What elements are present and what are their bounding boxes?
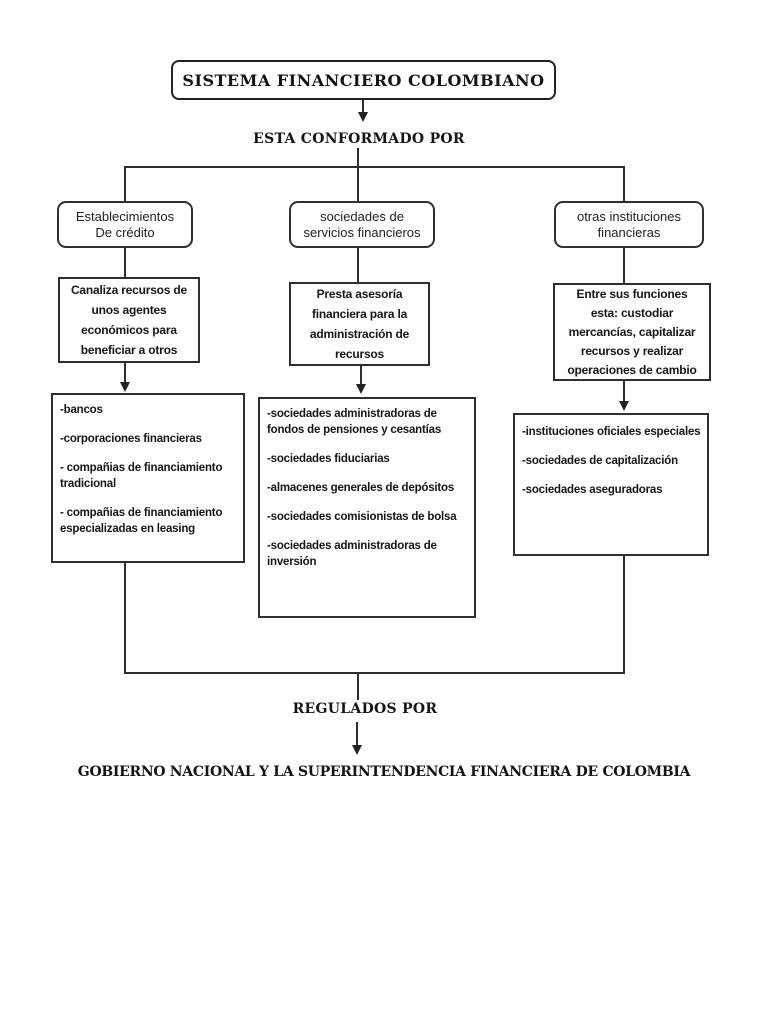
branch-name-line: servicios financieros — [303, 225, 421, 240]
branch-box-sociedades: sociedades de servicios financieros — [289, 201, 435, 248]
list-item: -sociedades fiduciarias — [267, 453, 390, 465]
connector-stub-top — [357, 148, 359, 167]
description-line: unos agentes — [91, 303, 167, 317]
arrow-down-icon — [120, 382, 130, 392]
list-item: -sociedades de capitalización — [522, 455, 678, 467]
title-box: SISTEMA FINANCIERO COLOMBIANO — [171, 60, 556, 100]
list-item: -bancos — [60, 404, 103, 416]
list-item: -instituciones oficiales especiales — [522, 426, 701, 438]
list-item: -sociedades comisionistas de bolsa — [267, 511, 457, 523]
connector-left-stub — [124, 248, 126, 277]
connector-regulator-line — [356, 722, 358, 746]
description-line: operaciones de cambio — [567, 362, 697, 377]
connector-bottom-bar — [124, 672, 625, 674]
branch-box-establecimientos: Establecimientos De crédito — [57, 201, 193, 248]
description-line: Presta asesoría — [316, 287, 403, 301]
connector-mid-drop — [357, 166, 359, 201]
description-line: recursos — [334, 347, 385, 361]
regulator-text: GOBIERNO NACIONAL Y LA SUPERINTENDENCIA … — [77, 764, 691, 780]
connector-bottom-stub — [357, 674, 359, 700]
regulated-label: REGULADOS POR — [292, 701, 438, 717]
branch-name-line: financieras — [597, 225, 661, 240]
branch-name-line: De crédito — [95, 225, 155, 240]
connector-branch-bar — [124, 166, 625, 168]
description-line: Canaliza recursos de — [70, 283, 188, 297]
connector-title-line — [362, 100, 364, 113]
connector-bottom-right — [623, 556, 625, 674]
description-line: financiera para la — [311, 307, 408, 321]
connector-bottom-left — [124, 563, 126, 674]
arrow-down-icon — [356, 384, 366, 394]
description-line: beneficiar a otros — [80, 343, 178, 357]
list-item: -almacenes generales de depósitos — [267, 482, 455, 494]
branch-name-line: Establecimientos — [75, 209, 175, 224]
description-line: mercancías, capitalizar — [568, 324, 696, 339]
description-line: económicos para — [81, 323, 177, 337]
connector-right-arrow-line — [623, 381, 625, 402]
description-line: recursos y realizar — [580, 343, 684, 358]
connector-right-drop — [623, 166, 625, 201]
list-item: - compañias de financiamiento tradiciona… — [60, 462, 223, 490]
list-item: -sociedades administradoras de fondos de… — [267, 408, 442, 436]
diagram-title: SISTEMA FINANCIERO COLOMBIANO — [182, 70, 545, 90]
connector-mid-stub — [357, 248, 359, 282]
items-box-sociedades: -sociedades administradoras de fondos de… — [258, 397, 476, 618]
branch-name-line: sociedades de — [320, 209, 404, 224]
items-box-establecimientos: -bancos -corporaciones financieras - com… — [51, 393, 245, 563]
branch-name-line: otras instituciones — [576, 209, 682, 224]
list-item: -sociedades aseguradoras — [522, 484, 663, 496]
description-box-sociedades: Presta asesoría financiera para la admin… — [289, 282, 430, 366]
connector-left-arrow-line — [124, 363, 126, 383]
arrow-down-icon — [619, 401, 629, 411]
list-item: - compañias de financiamiento especializ… — [60, 507, 223, 535]
description-box-establecimientos: Canaliza recursos de unos agentes económ… — [58, 277, 200, 363]
branch-box-otras: otras instituciones financieras — [554, 201, 704, 248]
description-line: esta: custodiar — [590, 305, 674, 320]
list-item: -corporaciones financieras — [60, 433, 202, 445]
description-line: administración de — [309, 327, 410, 341]
connector-right-stub — [623, 248, 625, 283]
arrow-down-icon — [358, 112, 368, 122]
description-line: Entre sus funciones — [576, 286, 688, 301]
items-box-otras: -instituciones oficiales especiales -soc… — [513, 413, 709, 556]
connector-mid-arrow-line — [360, 366, 362, 385]
connector-label: ESTA CONFORMADO POR — [253, 131, 465, 147]
list-item: -sociedades administradoras de inversión — [267, 540, 437, 568]
arrow-down-icon — [352, 745, 362, 755]
description-box-otras: Entre sus funciones esta: custodiar merc… — [553, 283, 711, 381]
connector-left-drop — [124, 166, 126, 201]
